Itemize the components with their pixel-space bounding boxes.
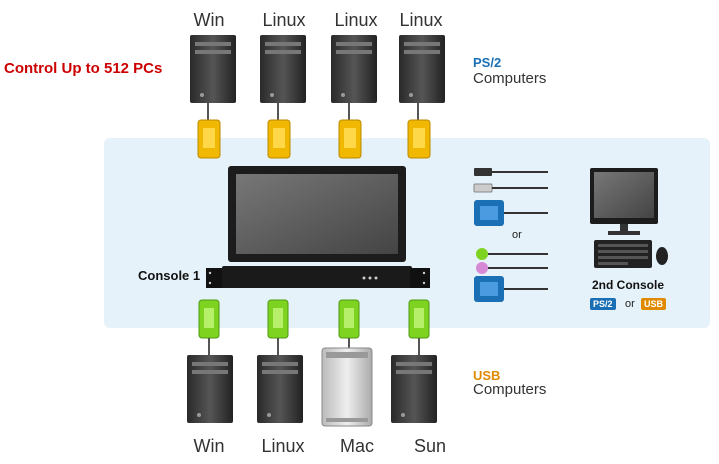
bottom-tower-1 bbox=[187, 355, 233, 423]
console1-monitor bbox=[228, 166, 406, 262]
console2-cables-ps2 bbox=[474, 248, 548, 302]
console2-cables-usb bbox=[473, 168, 548, 226]
console1-label: Console 1 bbox=[138, 268, 201, 283]
top-connector-1 bbox=[197, 103, 221, 159]
bottom-computer-label-2: Linux bbox=[261, 436, 305, 456]
usb-badge: USB bbox=[641, 298, 667, 310]
top-computer-label-3: Linux bbox=[334, 10, 378, 30]
bottom-tower-4 bbox=[391, 355, 437, 423]
bottom-computer-label-1: Win bbox=[193, 436, 225, 456]
console2-keyboard bbox=[594, 240, 652, 268]
cable-or-text: or bbox=[512, 229, 522, 241]
top-tower-2 bbox=[260, 35, 306, 103]
bottom-computer-label-4: Sun bbox=[413, 436, 447, 456]
ps2-group-subtitle: Computers bbox=[473, 70, 547, 87]
top-computer-label-1: Win bbox=[193, 10, 225, 30]
bottom-connector-4 bbox=[408, 299, 430, 355]
bottom-computer-label-3: Mac bbox=[339, 436, 374, 456]
ps2-badge: PS/2 bbox=[590, 298, 616, 310]
top-connector-4 bbox=[407, 103, 431, 159]
console2-monitor bbox=[590, 168, 658, 235]
console2-mouse bbox=[656, 247, 668, 265]
top-computer-label-4: Linux bbox=[399, 10, 443, 30]
bottom-connector-3 bbox=[338, 299, 360, 350]
bottom-mac-pro bbox=[321, 347, 373, 427]
bottom-connector-1 bbox=[198, 299, 220, 355]
top-connector-2 bbox=[267, 103, 291, 159]
top-tower-3 bbox=[331, 35, 377, 103]
ps2-group-title: PS/2 bbox=[473, 55, 502, 70]
top-connector-3 bbox=[338, 103, 362, 159]
console2-or-text: or bbox=[625, 298, 635, 310]
top-computer-label-2: Linux bbox=[262, 10, 306, 30]
top-tower-4 bbox=[399, 35, 445, 103]
bottom-tower-2 bbox=[257, 355, 303, 423]
bottom-connector-2 bbox=[267, 299, 289, 355]
usb-group-subtitle: Computers bbox=[473, 381, 547, 398]
headline: Control Up to 512 PCs bbox=[4, 60, 163, 77]
console2-label: 2nd Console bbox=[592, 278, 665, 292]
usb-group-title: USB bbox=[473, 368, 501, 383]
top-tower-1 bbox=[190, 35, 236, 103]
kvm-switch bbox=[206, 266, 430, 288]
